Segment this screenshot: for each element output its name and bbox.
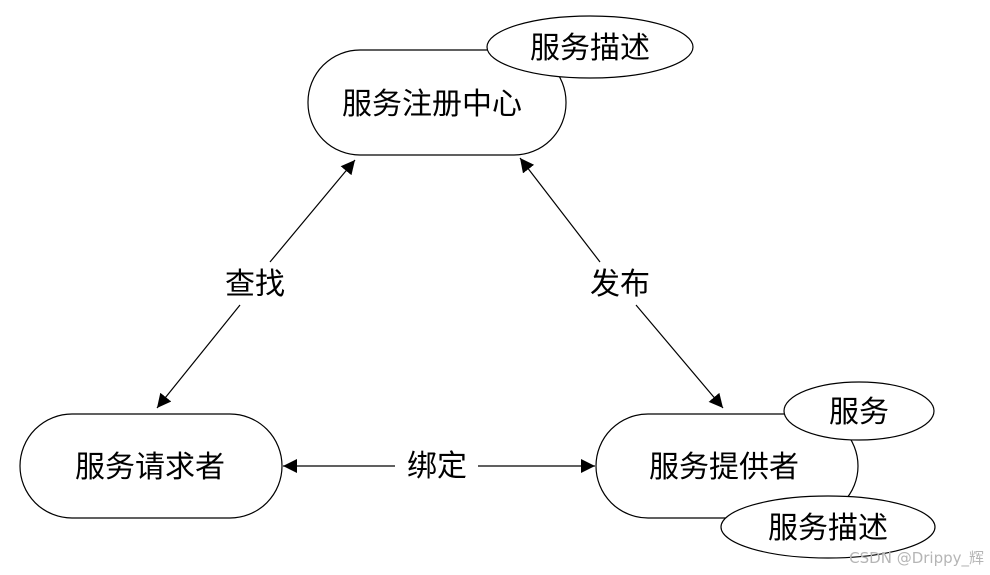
- watermark: CSDN @Drippy_辉: [849, 549, 984, 568]
- badge-label-provider-service: 服务: [829, 395, 889, 430]
- node-provider: 服务提供者: [595, 413, 859, 519]
- badge-label-provider-desc: 服务描述: [768, 511, 888, 546]
- edge-bind: 绑定: [283, 449, 595, 484]
- node-label-registry: 服务注册中心: [342, 87, 522, 122]
- node-label-provider: 服务提供者: [649, 450, 799, 485]
- badge-label-registry-desc: 服务描述: [530, 31, 650, 66]
- node-requester: 服务请求者: [19, 413, 283, 519]
- node-label-requester: 服务请求者: [75, 450, 225, 485]
- edge-label-publish: 发布: [590, 267, 650, 302]
- edge-find: 查找: [156, 159, 356, 409]
- badge-registry-desc: 服务描述: [486, 15, 694, 79]
- edge-label-bind: 绑定: [407, 449, 467, 484]
- badge-provider-desc: 服务描述: [720, 495, 936, 559]
- edge-label-find: 查找: [225, 267, 285, 302]
- badge-provider-service: 服务: [783, 381, 935, 441]
- edge-publish: 发布: [519, 157, 724, 409]
- node-registry: 服务注册中心: [307, 49, 567, 156]
